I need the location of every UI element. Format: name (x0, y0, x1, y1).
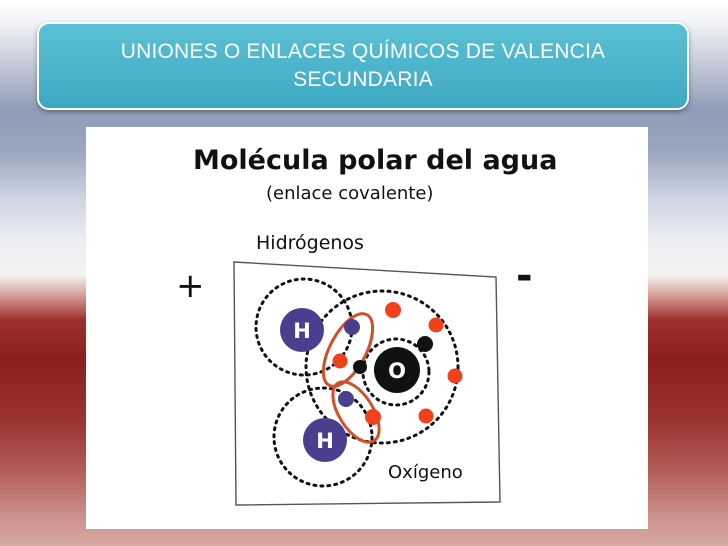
oxygen-electron (332, 353, 348, 369)
label-oxygen: Oxígeno (388, 462, 463, 483)
hydrogen-electron (344, 319, 360, 335)
oxygen-inner-electron (353, 360, 367, 374)
figure-subheading: (enlace covalente) (266, 183, 433, 204)
oxygen-electron (385, 302, 401, 318)
hydrogen-label-bottom: H (316, 429, 334, 453)
bond-outline-bottom (331, 380, 381, 444)
slide-title: UNIONES O ENLACES QUÍMICOS DE VALENCIA S… (120, 40, 606, 91)
negative-sign: - (516, 253, 533, 299)
oxygen-outer-orbital (304, 289, 460, 445)
hydrogen-electron (338, 391, 354, 407)
oxygen-electron (428, 317, 444, 333)
oxygen-electron (447, 368, 463, 384)
water-molecule-figure: Molécula polar del agua (enlace covalent… (86, 127, 648, 529)
figure-heading: Molécula polar del agua (193, 145, 557, 176)
oxygen-electron (365, 409, 381, 425)
label-hydrogens: Hidrógenos (256, 232, 364, 254)
h-bottom-orbital (272, 386, 374, 488)
hydrogen-label-top: H (293, 319, 311, 343)
positive-sign: + (176, 266, 205, 306)
water-molecule-diagram: Molécula polar del agua (enlace covalent… (176, 145, 557, 506)
hydrogen-atom-top (280, 308, 324, 352)
hydrogen-atom-bottom (303, 418, 347, 462)
bond-outline-top (321, 312, 375, 388)
oxygen-inner-electron (417, 336, 433, 352)
oxygen-label: O (388, 359, 406, 383)
molecule-plane (233, 261, 501, 506)
oxygen-atom (374, 347, 420, 393)
oxygen-electron (418, 408, 434, 424)
slide-title-box: UNIONES O ENLACES QUÍMICOS DE VALENCIA S… (37, 22, 689, 110)
